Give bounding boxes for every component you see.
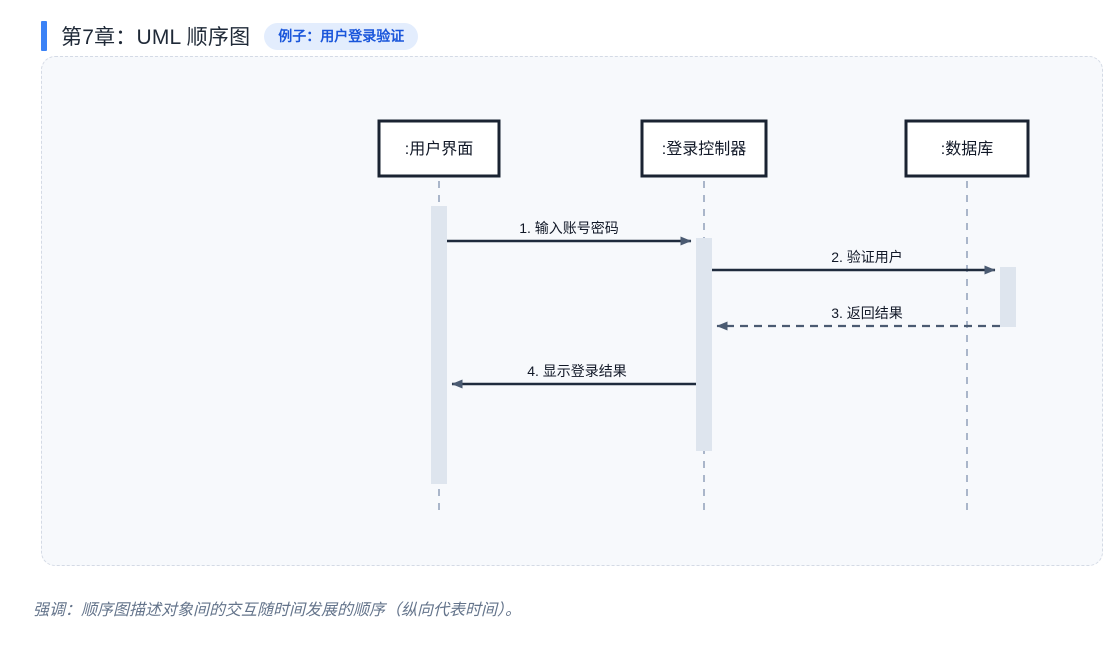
message-1[interactable]: 1. 输入账号密码 [447,220,692,246]
participant-box-rect-3 [904,119,1030,178]
message-2[interactable]: 2. 验证用户 [712,249,996,275]
message-label-3: 3. 返回结果 [831,305,903,321]
example-badge: 例子：用户登录验证 [264,22,419,50]
participant-label-3: :数据库 [941,140,993,158]
participant-box-database[interactable]: :数据库 [904,119,1030,178]
message-label-2: 2. 验证用户 [831,249,903,265]
message-3[interactable]: 3. 返回结果 [716,305,1000,331]
title-accent-bar [41,21,47,51]
page-header: 第7章：UML 顺序图 例子：用户登录验证 [41,20,419,52]
participant-box-rect-2 [640,119,768,178]
activation-bar-login-controller [696,238,712,451]
emphasis-note: 强调：顺序图描述对象间的交互随时间发展的顺序（纵向代表时间）。 [33,602,522,619]
participant-box-rect-1 [377,119,501,178]
activation-bar-database [1000,267,1016,327]
message-4[interactable]: 4. 显示登录结果 [451,363,696,389]
participant-box-user-interface[interactable]: :用户界面 [377,119,501,178]
participant-label-1: :用户界面 [405,140,473,158]
sequence-diagram-canvas: :用户界面 :登录控制器 :数据库 1. 输入账号密码 2. 验证用户 3. 返… [377,119,1030,516]
page-title: 第7章：UML 顺序图 [61,26,251,49]
participant-box-login-controller[interactable]: :登录控制器 [640,119,768,178]
activation-bars-group [431,206,1016,484]
message-label-1: 1. 输入账号密码 [519,220,619,236]
sequence-diagram-panel: :用户界面 :登录控制器 :数据库 1. 输入账号密码 2. 验证用户 3. 返… [41,56,1103,566]
participant-label-2: :登录控制器 [662,140,746,158]
message-label-4: 4. 显示登录结果 [527,363,627,379]
activation-bar-user-interface [431,206,447,484]
